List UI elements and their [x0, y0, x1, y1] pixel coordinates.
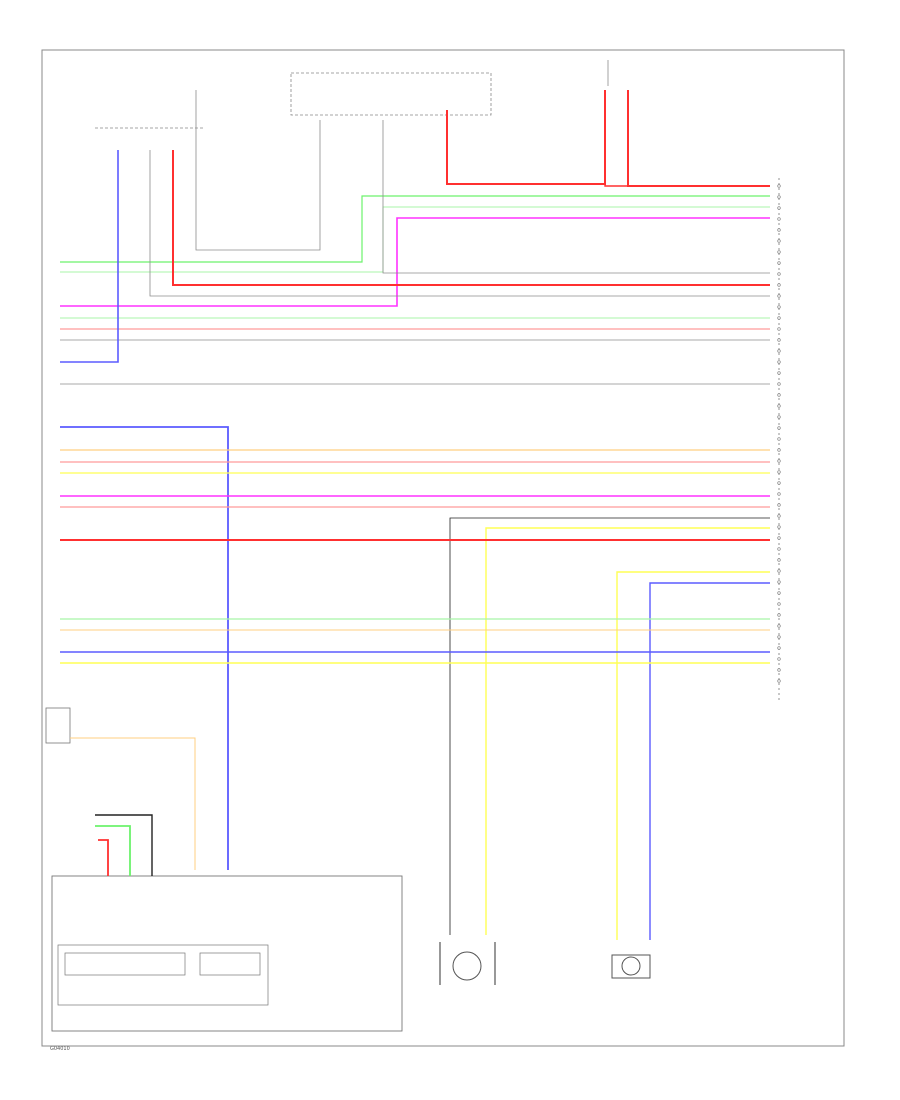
connector-pin: [777, 349, 781, 353]
connector-pin: [777, 305, 781, 309]
connector-pin: [777, 261, 781, 265]
wire-magenta-top: [60, 217, 770, 307]
connector-pin: [777, 294, 781, 298]
connector-pin: [777, 668, 781, 672]
wire-red-top-2: [627, 90, 770, 187]
connector-pin: [777, 613, 781, 617]
wire-blue-left: [60, 150, 119, 363]
connector-pin: [777, 503, 781, 507]
connector-pin: [777, 591, 781, 595]
connector-pin: [777, 184, 781, 188]
wire-red-top-1: [446, 90, 606, 185]
wire-red-bottom: [98, 839, 109, 876]
connector-pin: [777, 283, 781, 287]
connector-pin: [777, 382, 781, 386]
connector-pin: [777, 580, 781, 584]
connector-pin: [777, 470, 781, 474]
connector-pin: [777, 426, 781, 430]
connector-pin: [777, 569, 781, 573]
wire-red-right-1: [604, 184, 770, 187]
connector-pin: [777, 415, 781, 419]
wires-layer: [60, 60, 770, 940]
wire-gray-2: [149, 150, 770, 297]
connector-pin: [777, 217, 781, 221]
wire-blue-right: [649, 582, 770, 940]
wire-black-sensor: [449, 517, 770, 935]
connector-pin: [777, 679, 781, 683]
connector-pin: [777, 338, 781, 342]
connector-pin: [777, 360, 781, 364]
connector-pin: [777, 239, 781, 243]
connector-pin: [777, 437, 781, 441]
connector-pin: [777, 327, 781, 331]
connector-pin: [777, 558, 781, 562]
wire-gray-top-1: [195, 90, 321, 251]
connector-pin: [777, 206, 781, 210]
left-front-speed-sensor-icon: [439, 942, 496, 985]
connector-pin: [777, 272, 781, 276]
connector-pin: [777, 547, 781, 551]
wire-red-mid: [172, 150, 770, 286]
connector-pin: [777, 393, 781, 397]
top-relay-box: [290, 72, 492, 116]
connector-pin: [777, 646, 781, 650]
wire-orange-bottom: [70, 737, 196, 870]
connector-pin: [777, 459, 781, 463]
wire-green-top: [60, 195, 770, 263]
wire-green-bottom: [95, 825, 131, 876]
connector-pin: [777, 602, 781, 606]
combination-meter-box: [51, 875, 403, 1032]
wire-yellow-right: [616, 571, 770, 940]
pins-layer: [777, 184, 781, 683]
ecu-inner-box: [57, 944, 269, 1006]
wire-black-bottom: [95, 814, 153, 876]
left-module: [64, 952, 186, 976]
connector-pin: [777, 492, 781, 496]
wire-blue-long: [60, 426, 229, 870]
connector-pin: [777, 316, 781, 320]
connector-pin: [777, 657, 781, 661]
connector-pin: [777, 371, 781, 375]
connector-pin: [777, 448, 781, 452]
connector-pin: [777, 481, 781, 485]
connector-pin: [777, 195, 781, 199]
connector-pin: [777, 525, 781, 529]
connector-pin: [777, 536, 781, 540]
connector-pin: [777, 228, 781, 232]
connector-pin: [777, 250, 781, 254]
left-sensor-box: [45, 707, 71, 744]
connector-pin: [777, 635, 781, 639]
connector-pin: [777, 624, 781, 628]
connector-pin: [777, 404, 781, 408]
mid-module: [199, 952, 261, 976]
footer-code: G04010: [50, 1046, 70, 1052]
right-front-speed-sensor-icon: [611, 954, 651, 979]
wire-gray-1: [382, 120, 770, 274]
diagram-border: [41, 49, 845, 1047]
wire-yellow-sensor: [485, 527, 770, 935]
connector-pin: [777, 514, 781, 518]
